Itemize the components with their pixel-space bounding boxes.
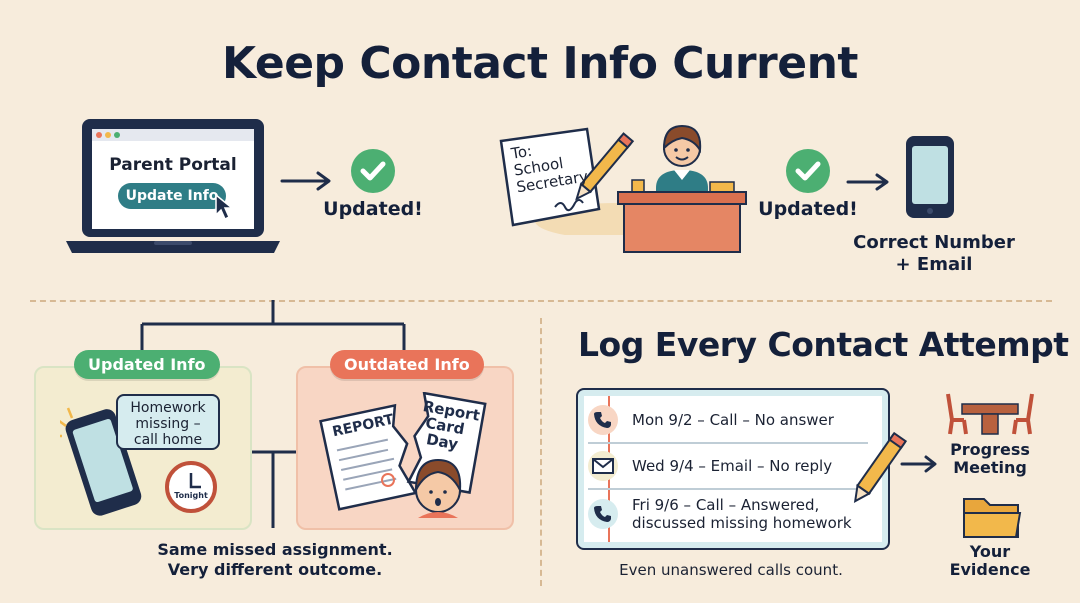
- log-entry: Mon 9/2 – Call – No answer: [588, 398, 868, 444]
- bubble-line: call home: [133, 432, 203, 448]
- cursor-icon: [214, 193, 236, 225]
- comparison-caption: Same missed assignment. Very different o…: [130, 540, 420, 580]
- meeting-table-icon: [942, 390, 1038, 444]
- horizontal-divider: [30, 300, 1052, 302]
- envelope-icon: [588, 451, 618, 481]
- vertical-divider: [540, 318, 542, 586]
- arrow-icon: [846, 172, 892, 196]
- updated-label: Updated!: [323, 198, 423, 220]
- log-section-title: Log Every Contact Attempt: [578, 325, 1069, 364]
- log-entry-text: Fri 9/6 – Call – Answered,: [632, 496, 820, 514]
- notification-phone-icon: [52, 404, 150, 528]
- arrow-icon: [280, 170, 334, 196]
- meeting-label-line: Progress: [950, 440, 1030, 459]
- log-entry-text: Wed 9/4 – Email – No reply: [632, 457, 833, 475]
- log-caption: Even unanswered calls count.: [619, 561, 843, 579]
- clock-label: Tonight: [174, 491, 208, 500]
- log-entry: Fri 9/6 – Call – Answered, discussed mis…: [588, 490, 868, 538]
- updated-label: Updated!: [758, 198, 858, 220]
- bubble-line: Homework: [130, 400, 206, 416]
- update-info-button[interactable]: Update Info: [118, 183, 226, 209]
- smartphone-icon: [904, 134, 956, 224]
- meeting-label-line: Meeting: [953, 458, 1027, 477]
- evidence-label-line: Your: [969, 542, 1011, 561]
- log-entry-text: discussed missing homework: [632, 514, 852, 532]
- pencil-icon: [842, 430, 912, 514]
- arrow-icon: [900, 454, 940, 478]
- comparison-caption-line: Very different outcome.: [167, 560, 383, 579]
- comparison-caption-line: Same missed assignment.: [157, 540, 393, 559]
- portal-screen-title: Parent Portal: [109, 155, 237, 175]
- phone-caption-line: Correct Number: [853, 232, 1015, 253]
- torn-report-card-illustration: [318, 391, 498, 518]
- clock-icon: [165, 461, 217, 517]
- bubble-line: missing –: [135, 416, 201, 432]
- report-right-text: Report Card Day: [416, 397, 482, 454]
- evidence-label-line: Evidence: [949, 560, 1031, 579]
- updated-info-badge: Updated Info: [74, 350, 220, 379]
- evidence-label: Your Evidence: [932, 543, 1048, 579]
- phone-icon: [588, 499, 618, 529]
- meeting-label: Progress Meeting: [932, 441, 1048, 477]
- folder-icon: [960, 493, 1024, 547]
- checkmark-icon: [350, 148, 396, 198]
- phone-icon: [588, 405, 618, 435]
- log-entry: Wed 9/4 – Email – No reply: [588, 444, 868, 490]
- contact-log-card: Mon 9/2 – Call – No answer Wed 9/4 – Ema…: [576, 388, 890, 550]
- message-bubble: Homework missing – call home: [116, 394, 220, 450]
- connector-lines: [140, 300, 406, 528]
- phone-caption: Correct Number + Email: [840, 232, 1028, 276]
- checkmark-icon: [785, 148, 831, 198]
- outdated-info-badge: Outdated Info: [330, 350, 484, 379]
- log-entry-text: Mon 9/2 – Call – No answer: [632, 411, 834, 429]
- page-title: Keep Contact Info Current: [222, 38, 858, 89]
- secretary-desk-illustration: [612, 118, 752, 256]
- phone-caption-line: + Email: [895, 254, 973, 275]
